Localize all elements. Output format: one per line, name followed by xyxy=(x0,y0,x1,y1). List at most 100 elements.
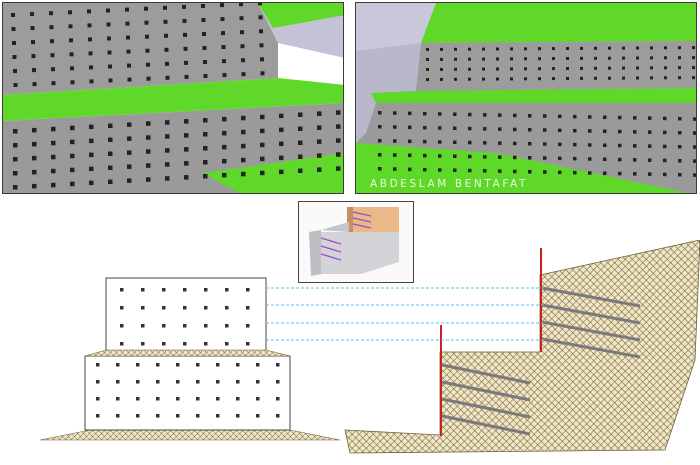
drain-hole xyxy=(196,380,200,384)
drain-hole xyxy=(204,306,208,310)
drain-hole xyxy=(184,119,189,124)
drain-hole xyxy=(566,77,569,80)
drain-hole xyxy=(692,46,695,50)
drain-hole xyxy=(51,126,56,132)
drain-hole xyxy=(317,125,322,130)
soil-mass xyxy=(344,240,700,454)
drain-hole xyxy=(216,414,220,418)
lower-wall-elevation xyxy=(84,355,291,431)
drain-hole xyxy=(678,173,682,177)
drain-hole xyxy=(298,168,303,173)
drain-hole xyxy=(453,140,457,144)
drain-hole xyxy=(693,173,696,177)
drain-hole xyxy=(603,171,607,175)
drain-hole xyxy=(13,129,18,134)
drain-hole xyxy=(573,170,577,175)
drain-hole xyxy=(496,67,499,71)
drain-hole xyxy=(633,172,637,176)
drain-hole xyxy=(558,142,562,147)
drain-hole xyxy=(259,29,263,34)
drain-hole xyxy=(528,156,532,160)
drain-hole xyxy=(276,380,280,384)
drain-hole xyxy=(663,172,667,177)
drain-hole xyxy=(543,156,547,160)
drain-hole xyxy=(116,414,120,418)
render-view-left xyxy=(2,2,344,194)
drain-hole xyxy=(636,66,639,70)
drain-hole xyxy=(203,74,208,78)
drain-hole xyxy=(203,118,208,123)
watermark: ABDESLAM BENTAFAT xyxy=(370,178,528,190)
drain-hole xyxy=(618,143,622,148)
drain-hole xyxy=(126,35,130,40)
drain-hole xyxy=(13,185,18,190)
drain-hole xyxy=(70,153,75,159)
drain-hole xyxy=(423,125,427,130)
drain-hole xyxy=(524,47,527,51)
drain-hole xyxy=(580,76,583,80)
upper-bench-grass xyxy=(371,88,696,103)
drain-hole xyxy=(163,5,167,10)
drain-hole xyxy=(87,9,91,14)
drain-hole xyxy=(221,45,226,50)
drain-hole xyxy=(298,112,303,117)
drain-hole xyxy=(693,117,696,121)
drain-hole xyxy=(622,46,625,50)
drain-hole xyxy=(336,124,341,129)
drain-hole xyxy=(216,397,220,401)
drain-hole xyxy=(260,57,264,62)
drain-hole xyxy=(468,47,471,51)
drain-hole xyxy=(70,125,75,131)
drain-hole xyxy=(538,57,541,61)
drain-hole xyxy=(513,113,517,118)
drain-hole xyxy=(513,127,517,132)
drain-hole xyxy=(136,397,140,401)
drain-hole xyxy=(136,363,140,367)
drain-hole xyxy=(594,66,597,70)
drain-hole xyxy=(498,155,502,159)
drain-hole xyxy=(664,66,667,70)
drain-hole xyxy=(618,157,622,162)
drain-hole xyxy=(202,46,207,50)
drain-hole xyxy=(176,363,180,367)
drain-hole xyxy=(182,18,187,23)
drain-hole xyxy=(107,50,112,55)
drain-hole xyxy=(468,168,472,173)
soil-nail xyxy=(541,337,641,359)
drain-holes xyxy=(378,46,696,177)
drain-hole xyxy=(636,46,639,50)
drain-hole xyxy=(241,171,246,177)
drain-hole xyxy=(11,27,16,31)
drain-hole xyxy=(663,144,667,149)
drain-hole xyxy=(184,175,189,180)
drain-hole xyxy=(13,171,18,176)
drain-hole xyxy=(96,363,100,367)
drain-hole xyxy=(543,128,547,132)
drain-hole xyxy=(221,31,225,36)
drain-hole xyxy=(13,83,18,87)
soil-nail xyxy=(441,380,531,402)
drain-hole xyxy=(393,125,397,129)
drain-hole xyxy=(51,154,56,160)
drain-hole xyxy=(566,47,569,50)
drain-hole xyxy=(393,139,397,143)
drain-hole xyxy=(566,57,569,60)
drain-hole xyxy=(196,363,200,367)
drain-hole xyxy=(279,127,284,133)
drain-hole xyxy=(69,52,74,57)
drain-hole xyxy=(538,77,541,81)
drain-hole xyxy=(13,157,18,162)
drain-hole xyxy=(438,140,442,144)
drain-hole xyxy=(108,165,113,170)
drain-hole xyxy=(608,56,611,60)
drain-hole xyxy=(141,306,145,310)
drain-hole xyxy=(225,324,229,328)
drain-hole xyxy=(225,342,229,346)
drain-hole xyxy=(127,77,132,82)
drain-hole xyxy=(260,114,265,120)
drain-hole xyxy=(241,72,246,77)
soil-nail xyxy=(441,363,531,385)
drain-hole xyxy=(89,166,94,172)
drain-hole xyxy=(298,140,303,145)
drain-hole xyxy=(498,113,502,117)
